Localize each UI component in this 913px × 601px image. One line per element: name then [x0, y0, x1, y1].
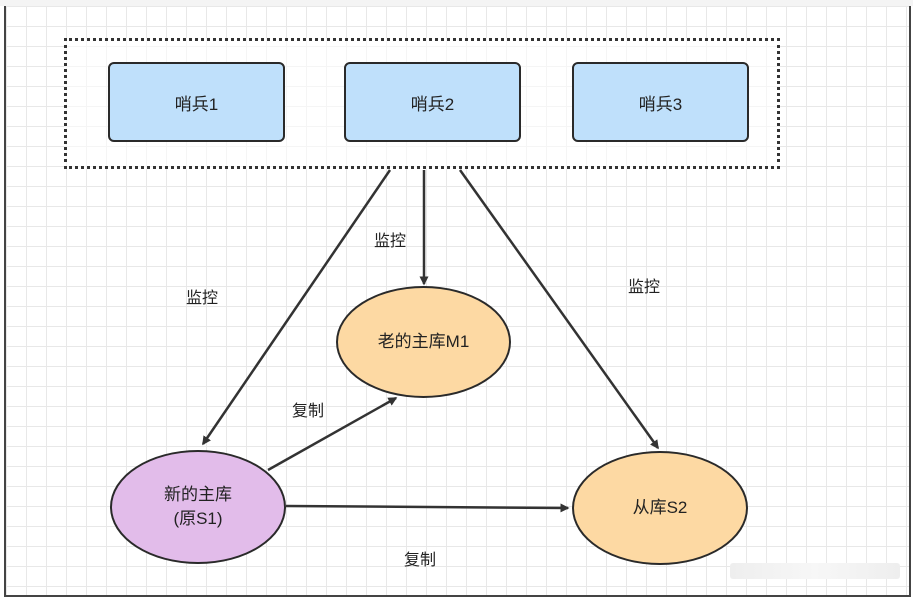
edge-replicate-slave	[285, 503, 570, 513]
sentinel-1-label: 哨兵1	[174, 94, 219, 114]
top-strip	[0, 0, 913, 6]
edge-monitor-new-master	[201, 169, 392, 446]
blurred-watermark	[730, 563, 900, 579]
edge-monitor-slave	[458, 169, 660, 450]
sentinel-2-label: 哨兵2	[410, 94, 455, 114]
edge-label-monitor-left: 监控	[186, 290, 219, 307]
sentinel-1[interactable]: 哨兵1	[108, 62, 285, 142]
old-master-node[interactable]: 老的主库M1	[336, 286, 511, 398]
sentinel-2[interactable]: 哨兵2	[344, 62, 521, 142]
edge-label-monitor-right: 监控	[628, 279, 661, 296]
new-master-label-line2: (原S1)	[173, 509, 223, 528]
slave-label: 从库S2	[632, 498, 688, 517]
edge-label-replicate-bottom: 复制	[404, 552, 437, 569]
new-master-label-line1: 新的主库	[164, 485, 232, 504]
old-master-label: 老的主库M1	[377, 332, 470, 351]
edge-label-replicate-top: 复制	[292, 403, 325, 420]
sentinel-3-label: 哨兵3	[638, 94, 683, 114]
new-master-node[interactable]: 新的主库 (原S1)	[110, 450, 286, 564]
edge-label-monitor-middle: 监控	[374, 233, 407, 250]
edge-replicate-old-master	[267, 396, 398, 472]
slave-node[interactable]: 从库S2	[572, 451, 748, 565]
sentinel-3[interactable]: 哨兵3	[572, 62, 749, 142]
